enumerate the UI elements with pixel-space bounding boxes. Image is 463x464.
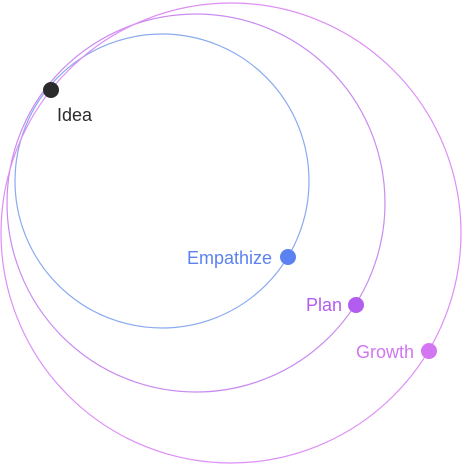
- idea-label: Idea: [57, 105, 93, 125]
- ring-plan: [6, 13, 386, 393]
- growth-label: Growth: [356, 342, 414, 362]
- ring-empathize: [14, 33, 310, 329]
- growth-node: [421, 343, 437, 359]
- plan-node: [348, 297, 364, 313]
- idea-node: [43, 82, 59, 98]
- plan-label: Plan: [306, 295, 342, 315]
- empathize-label: Empathize: [187, 248, 272, 268]
- empathize-node: [280, 249, 296, 265]
